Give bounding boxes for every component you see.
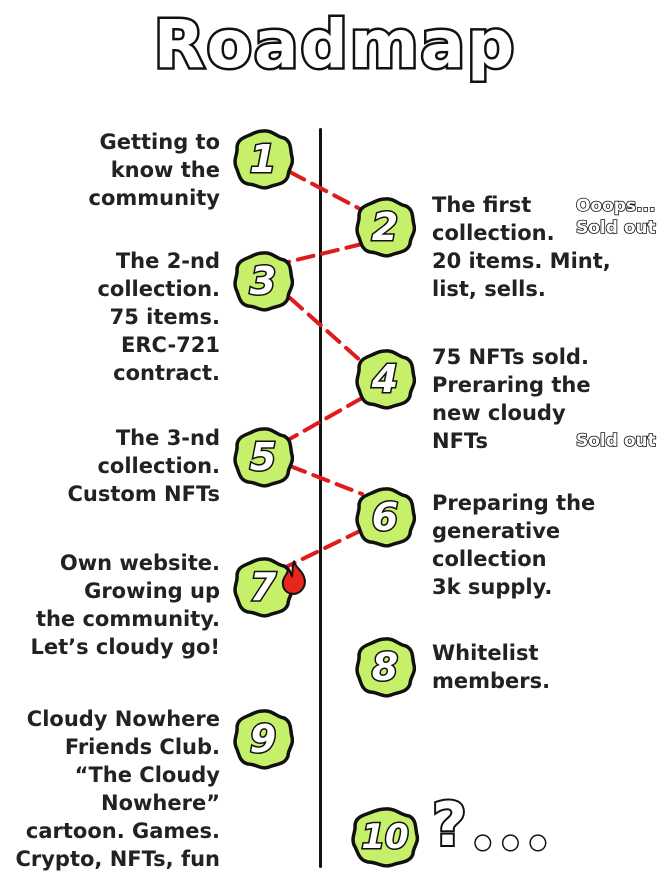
- link-3-4: [288, 296, 364, 364]
- link-1-2: [288, 170, 364, 212]
- milestone-1-number: 1: [248, 136, 277, 183]
- link-6-7: [282, 528, 364, 570]
- link-2-3: [286, 242, 364, 264]
- milestone-5-number: 5: [248, 434, 277, 481]
- milestone-1-badge: 1: [232, 128, 294, 190]
- sold-out-note-1: Sold out: [575, 217, 656, 239]
- milestone-5-badge: 5: [232, 426, 294, 488]
- milestone-9-badge: 9: [232, 708, 294, 770]
- link-5-6: [288, 464, 364, 496]
- question-mark: ?: [430, 788, 469, 862]
- milestone-4-badge: 4: [354, 348, 416, 410]
- oops-note: Ooops...: [575, 195, 656, 217]
- milestone-4-number: 4: [370, 356, 399, 403]
- milestone-2-number: 2: [370, 204, 399, 251]
- milestone-3-number: 3: [248, 258, 277, 305]
- timeline-axis: [319, 128, 322, 868]
- page-title: Roadmap: [151, 4, 517, 86]
- ellipsis-dots: •••: [469, 821, 553, 870]
- milestone-6-number: 6: [370, 494, 399, 541]
- milestone-9-number: 9: [248, 716, 277, 763]
- milestone-2-badge: 2: [354, 196, 416, 258]
- sold-out-note-2: Sold out: [575, 430, 656, 452]
- milestone-7-badge: 7: [232, 556, 294, 618]
- fire-icon: [281, 560, 306, 596]
- milestone-8-number: 8: [370, 644, 399, 691]
- link-4-5: [286, 396, 364, 442]
- milestone-10-number: 10: [360, 816, 410, 859]
- milestone-8-badge: 8: [354, 636, 416, 698]
- milestone-6-badge: 6: [354, 486, 416, 548]
- milestone-3-badge: 3: [232, 250, 294, 312]
- milestone-7-number: 7: [248, 564, 277, 611]
- milestone-10-badge: 10: [350, 806, 420, 868]
